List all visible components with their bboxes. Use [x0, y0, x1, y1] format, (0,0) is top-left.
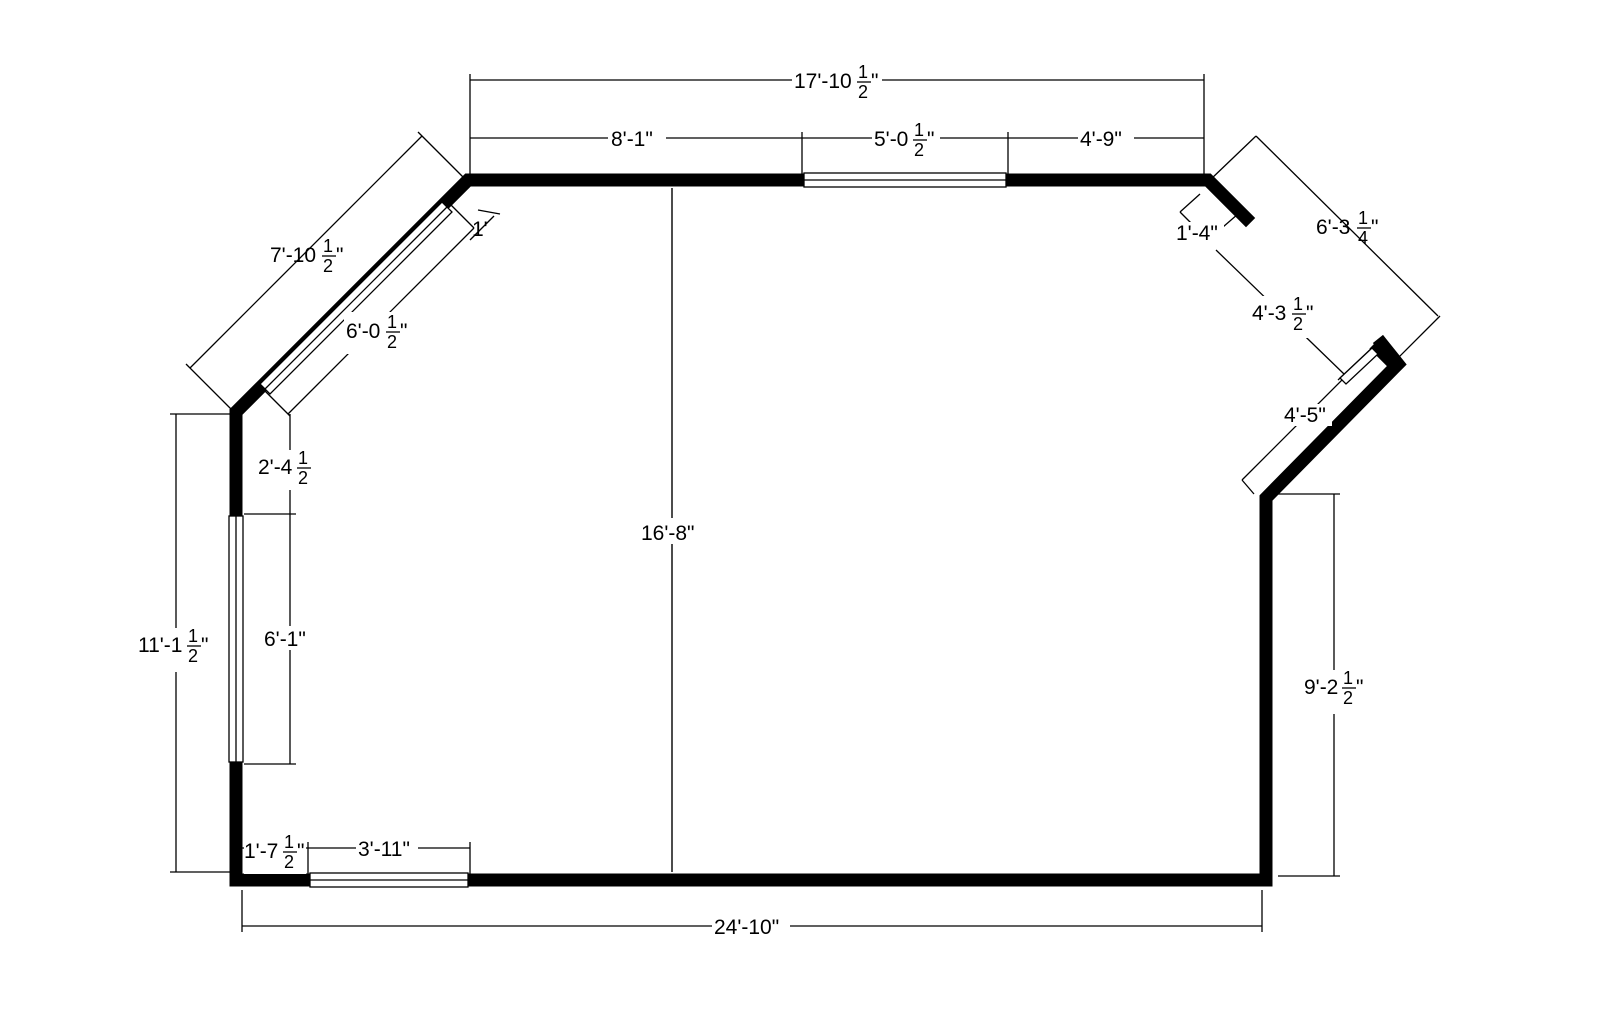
- svg-text:2'-4: 2'-4: [258, 456, 293, 479]
- label-diag-left-outer: 7'-10 1 2 ": [270, 236, 343, 276]
- svg-text:": ": [201, 634, 208, 657]
- svg-text:16'-8": 16'-8": [641, 522, 695, 545]
- svg-text:24'-10": 24'-10": [714, 916, 779, 939]
- walls: [229, 173, 1407, 887]
- svg-text:2: 2: [188, 646, 198, 666]
- label-top-window: 5'-0 1 2 ": [872, 118, 940, 162]
- svg-text:": ": [1371, 216, 1378, 239]
- svg-text:6'-3: 6'-3: [1316, 216, 1350, 239]
- svg-text:2: 2: [1293, 314, 1303, 334]
- svg-text:1: 1: [188, 626, 198, 646]
- svg-text:1: 1: [914, 120, 924, 140]
- label-diag-right-outer: 6'-3 1 4 ": [1316, 208, 1378, 248]
- label-center-height: 16'-8": [640, 518, 704, 545]
- label-diag-right-small: 1'-4": [1176, 222, 1224, 245]
- svg-text:": ": [1356, 676, 1363, 699]
- label-top-right: 4'-9": [1078, 126, 1134, 151]
- svg-text:2: 2: [914, 140, 924, 160]
- svg-text:1: 1: [323, 236, 333, 256]
- svg-text:5'-0: 5'-0: [874, 128, 908, 151]
- svg-text:3'-11": 3'-11": [358, 838, 410, 861]
- svg-text:1': 1': [472, 218, 488, 241]
- svg-text:": ": [871, 70, 878, 93]
- svg-text:11'-1: 11'-1: [138, 634, 182, 657]
- svg-text:1: 1: [387, 312, 397, 332]
- label-diag-left-inner: 6'-0 1 2 ": [344, 312, 410, 354]
- svg-text:6'-0: 6'-0: [346, 320, 380, 343]
- svg-text:": ": [336, 244, 343, 267]
- svg-text:7'-10: 7'-10: [270, 244, 316, 267]
- svg-text:2: 2: [387, 332, 397, 352]
- svg-text:1'-4": 1'-4": [1176, 222, 1218, 245]
- label-bottom-left-small: 1'-7 1 2 ": [244, 832, 306, 874]
- svg-text:": ": [400, 320, 407, 343]
- label-right-height: 9'-2 1 2 ": [1302, 668, 1368, 714]
- svg-text:2: 2: [1343, 688, 1353, 708]
- svg-text:": ": [297, 840, 304, 863]
- dimension-labels: 17'-10 1 2 " 8'-1" 5'-0 1 2 " 4'-9" 7'-1…: [136, 62, 1378, 939]
- svg-text:4: 4: [1358, 228, 1368, 248]
- label-diag-right-mid: 4'-3 1 2 ": [1250, 294, 1316, 338]
- svg-text:": ": [1306, 302, 1313, 325]
- svg-text:1: 1: [284, 832, 294, 852]
- svg-text:1: 1: [858, 62, 868, 82]
- label-bottom-overall: 24'-10": [712, 914, 790, 939]
- svg-text:4'-9": 4'-9": [1080, 128, 1122, 151]
- label-diag-left-small: 1': [472, 218, 488, 241]
- svg-text:17'-10: 17'-10: [794, 70, 852, 93]
- svg-text:1: 1: [1343, 668, 1353, 688]
- svg-text:9'-2: 9'-2: [1304, 676, 1338, 699]
- label-bottom-window: 3'-11": [356, 838, 418, 861]
- svg-text:2: 2: [298, 468, 308, 488]
- svg-text:2: 2: [284, 852, 294, 872]
- svg-text:2: 2: [323, 256, 333, 276]
- svg-text:1: 1: [1293, 294, 1303, 314]
- svg-text:6'-1": 6'-1": [264, 628, 306, 651]
- svg-text:1: 1: [298, 448, 308, 468]
- svg-text:2: 2: [858, 82, 868, 102]
- label-diag-right-lower: 4'-5": [1282, 404, 1332, 427]
- svg-text:8'-1": 8'-1": [611, 128, 653, 151]
- dimension-lines: [170, 74, 1441, 932]
- windows: [228, 172, 1379, 888]
- label-left-top: 2'-4 1 2: [256, 448, 314, 490]
- svg-text:4'-3: 4'-3: [1252, 302, 1286, 325]
- window-diagonal-right: [1339, 347, 1379, 385]
- label-top-overall: 17'-10 1 2 ": [792, 62, 882, 102]
- svg-text:1: 1: [1358, 208, 1368, 228]
- svg-text:": ": [927, 128, 934, 151]
- svg-text:1'-7: 1'-7: [244, 840, 278, 863]
- label-top-left: 8'-1": [608, 126, 666, 151]
- svg-text:4'-5": 4'-5": [1284, 404, 1326, 427]
- label-left-window: 6'-1": [262, 626, 316, 651]
- label-left-overall: 11'-1 1 2 ": [136, 626, 212, 672]
